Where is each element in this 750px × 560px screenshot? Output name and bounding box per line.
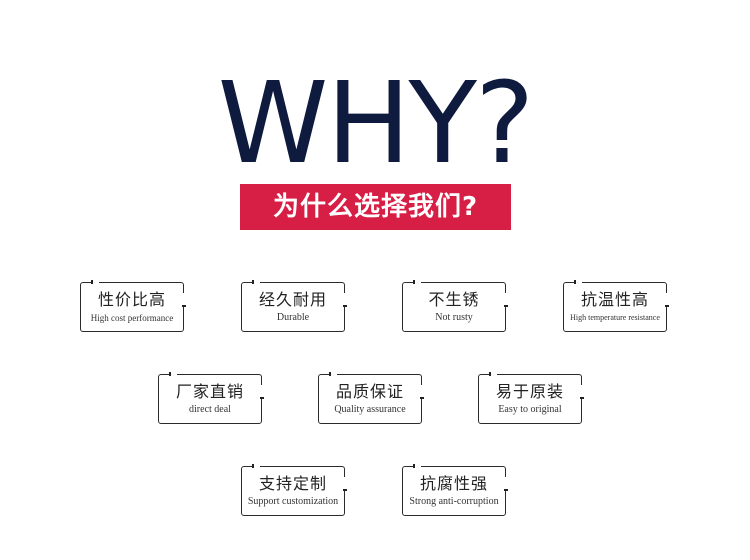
feature-title: 不生锈 [428, 290, 480, 309]
card-corner-accent [504, 293, 508, 307]
card-corner-accent [580, 385, 584, 399]
card-corner-accent [252, 280, 260, 284]
card-corner-accent [329, 372, 337, 376]
card-corner-accent [413, 280, 421, 284]
feature-subtitle: Quality assurance [334, 404, 406, 415]
card-corner-accent [91, 280, 99, 284]
card-corner-accent [574, 280, 582, 284]
feature-title: 易于原装 [495, 382, 564, 401]
feature-subtitle: Durable [276, 312, 310, 323]
card-corner-accent [169, 372, 177, 376]
feature-title: 支持定制 [258, 474, 327, 493]
feature-card-durable: 经久耐用 Durable [241, 280, 347, 332]
card-corner-accent [343, 293, 347, 307]
feature-title: 经久耐用 [258, 290, 327, 309]
feature-card-temperature-resistance: 抗温性高 High temperature resistance [563, 280, 669, 332]
feature-title: 厂家直销 [175, 382, 244, 401]
feature-title: 性价比高 [97, 290, 166, 309]
feature-card-cost-performance: 性价比高 High cost performance [80, 280, 186, 332]
feature-subtitle: Easy to original [498, 404, 562, 415]
card-corner-accent [504, 477, 508, 491]
feature-card-quality-assurance: 品质保证 Quality assurance [318, 372, 424, 424]
card-corner-accent [252, 464, 260, 468]
feature-card-anti-corruption: 抗腐性强 Strong anti-corruption [402, 464, 508, 516]
card-corner-accent [413, 464, 421, 468]
feature-subtitle: High temperature resistance [570, 313, 660, 322]
card-corner-accent [343, 477, 347, 491]
feature-title: 抗腐性强 [419, 474, 488, 493]
feature-subtitle: Not rusty [435, 312, 473, 323]
card-corner-accent [665, 293, 669, 307]
feature-title: 品质保证 [335, 382, 404, 401]
feature-subtitle: direct deal [189, 404, 231, 415]
card-corner-accent [260, 385, 264, 399]
why-headline: WHY? [217, 59, 535, 189]
feature-subtitle: High cost performance [90, 313, 174, 323]
card-corner-accent [489, 372, 497, 376]
feature-card-not-rusty: 不生锈 Not rusty [402, 280, 508, 332]
feature-card-easy-original: 易于原装 Easy to original [478, 372, 584, 424]
feature-title: 抗温性高 [580, 290, 649, 309]
feature-card-direct-deal: 厂家直销 direct deal [158, 372, 264, 424]
feature-card-customization: 支持定制 Support customization [241, 464, 347, 516]
card-corner-accent [182, 293, 186, 307]
card-corner-accent [420, 385, 424, 399]
feature-subtitle: Strong anti-corruption [409, 496, 499, 507]
why-choose-us-banner: 为什么选择我们? [240, 184, 511, 230]
feature-subtitle: Support customization [247, 496, 339, 507]
